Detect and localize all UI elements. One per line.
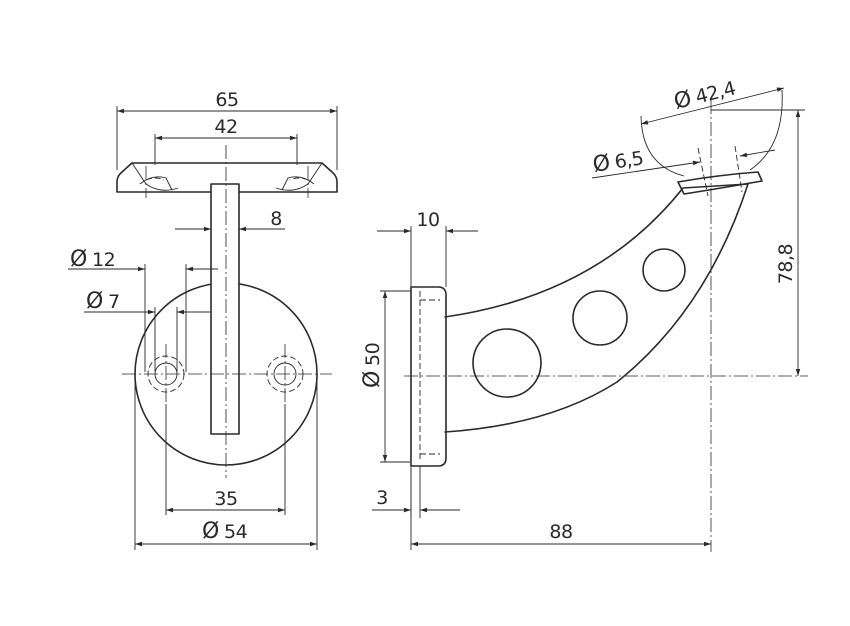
dim-diameter-symbol-50: Ø	[360, 371, 385, 388]
dim-diameter-symbol-42: Ø	[671, 86, 694, 114]
dim-rail-diameter: 42,4	[693, 77, 738, 108]
arm-hole-small	[642, 248, 686, 292]
flange-hidden-recess	[419, 291, 440, 462]
dim-projection: 88	[549, 521, 572, 543]
front-view: 65 42 8 Ø 12 Ø 7 35 Ø 54	[68, 89, 338, 550]
dim-plate-width: 65	[215, 89, 238, 111]
dim-diameter-symbol-54: Ø	[202, 519, 219, 544]
dim-height: 78,8	[775, 244, 797, 284]
dim-recess-depth: 3	[376, 487, 388, 509]
dim-stem-width: 8	[270, 208, 282, 230]
dim-hole-spacing-top: 42	[214, 116, 237, 138]
dim-hole-diameter-inner: 7	[108, 291, 120, 313]
dim-base-diameter-side: 50	[362, 343, 384, 366]
plate-hole-right-hidden	[289, 177, 309, 181]
dim-hole-spacing-bottom: 35	[214, 488, 237, 510]
dim-base-diameter: 54	[224, 521, 248, 543]
dim-diameter-symbol-7: Ø	[86, 289, 103, 314]
bracket-arm	[444, 183, 749, 433]
dim-diameter-symbol-12: Ø	[70, 247, 87, 272]
plate-hole-left	[139, 176, 173, 191]
dim-diameter-symbol-6: Ø	[591, 151, 612, 178]
plate-hole-left-hidden	[145, 177, 165, 181]
side-view: 10 Ø 50 3 88 78,8 Ø 42,4	[360, 77, 808, 552]
dim-base-thickness: 10	[416, 209, 439, 231]
plate-hole-right	[281, 176, 315, 191]
dim-screw-hole-diameter: 6,5	[613, 147, 645, 173]
dim-hole-diameter-outer: 12	[92, 249, 115, 271]
rail-saddle	[677, 171, 763, 195]
base-flange	[410, 286, 447, 467]
arm-hole-large	[472, 328, 542, 398]
stem	[210, 183, 240, 435]
arm-hole-medium	[572, 290, 628, 346]
